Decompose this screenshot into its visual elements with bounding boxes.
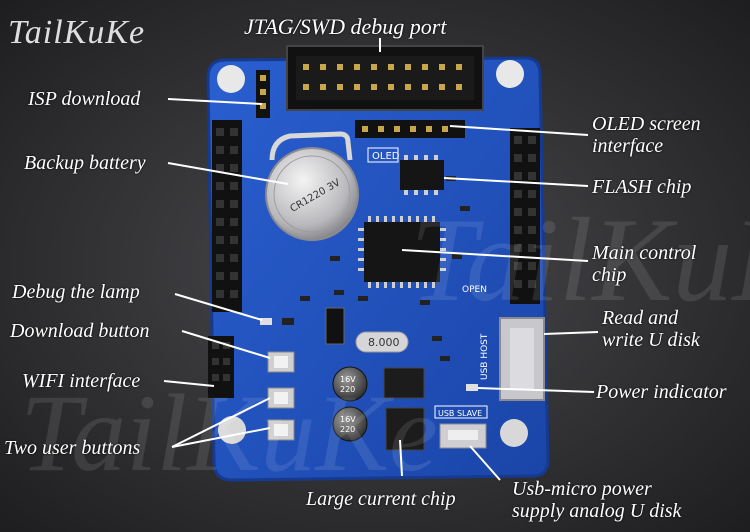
oled-silk-box [367, 147, 399, 163]
oled-label: OLED screen interface [592, 113, 701, 157]
regulator-big [385, 407, 425, 451]
jtag-pins [303, 64, 462, 90]
mcu-label: Main control chip [592, 242, 696, 286]
user-buttons-label: Two user buttons [4, 437, 141, 459]
oled-label-line1: OLED screen [592, 113, 701, 135]
oled-silk-label: OLED [372, 151, 400, 162]
current-chip-label: Large current chip [306, 488, 456, 510]
crystal-silk: 8.000 [368, 336, 400, 349]
regulator-top [383, 367, 425, 399]
jtag-label: JTAG/SWD debug port [244, 14, 447, 39]
micro-usb-port [439, 423, 487, 449]
isp-label: ISP download [28, 88, 141, 110]
svg-text:220: 220 [340, 425, 355, 434]
crystal: 8.000 [355, 331, 409, 353]
mounting-hole-tl [217, 65, 245, 93]
coin-battery: CR1220 3V [265, 131, 359, 241]
key1-button [267, 387, 295, 409]
slide-block [325, 307, 345, 345]
brand-logo: TailKuKe [8, 14, 146, 51]
udisk-label: Read and write U disk [602, 307, 700, 351]
wifi-label: WIFI interface [22, 370, 141, 392]
download-button-label: Download button [10, 320, 150, 342]
svg-text:220: 220 [340, 385, 355, 394]
left-pins [216, 128, 238, 298]
usb-micro-label-line2: supply analog U disk [512, 500, 682, 522]
mcu-label-line1: Main control [592, 242, 697, 264]
udisk-label-line1: Read and [602, 307, 679, 329]
watermark-left: TailKuKe [20, 372, 438, 494]
key2-button [267, 419, 295, 441]
battery-label: Backup battery [24, 152, 146, 174]
usb-micro-label-line1: Usb-micro power [512, 478, 652, 500]
usb-slave-silk-box [434, 405, 488, 419]
power-led [466, 384, 478, 391]
callout-lines [163, 38, 599, 481]
udisk-label-line2: write U disk [602, 329, 700, 351]
boot-button [267, 351, 295, 373]
capacitor-1: 16V 220 [332, 366, 368, 402]
svg-text:16V: 16V [340, 375, 356, 384]
debug-lamp-label: Debug the lamp [12, 281, 140, 303]
open-silk: OPEN [462, 285, 487, 295]
watermark-right: TailKuKe [410, 193, 750, 326]
flash-chip [400, 160, 444, 190]
oled-label-line2: interface [592, 135, 664, 157]
usb-micro-label: Usb-micro power supply analog U disk [512, 478, 681, 522]
mcu-label-line2: chip [592, 264, 627, 286]
mounting-hole-tr [496, 60, 524, 88]
usb-slave-silk: USB SLAVE [438, 409, 482, 418]
small-resistor-1 [282, 318, 294, 325]
right-pins [514, 136, 536, 288]
jtag-key [296, 56, 474, 100]
usb-host-silk: USB HOST [480, 333, 490, 380]
svg-text:16V: 16V [340, 415, 356, 424]
capacitor-2: 16V 220 [332, 406, 368, 442]
flash-label: FLASH chip [592, 176, 692, 198]
mounting-hole-br [500, 419, 528, 447]
usb-a-port [499, 317, 545, 401]
debug-led [260, 318, 272, 325]
power-indicator-label: Power indicator [596, 381, 727, 403]
